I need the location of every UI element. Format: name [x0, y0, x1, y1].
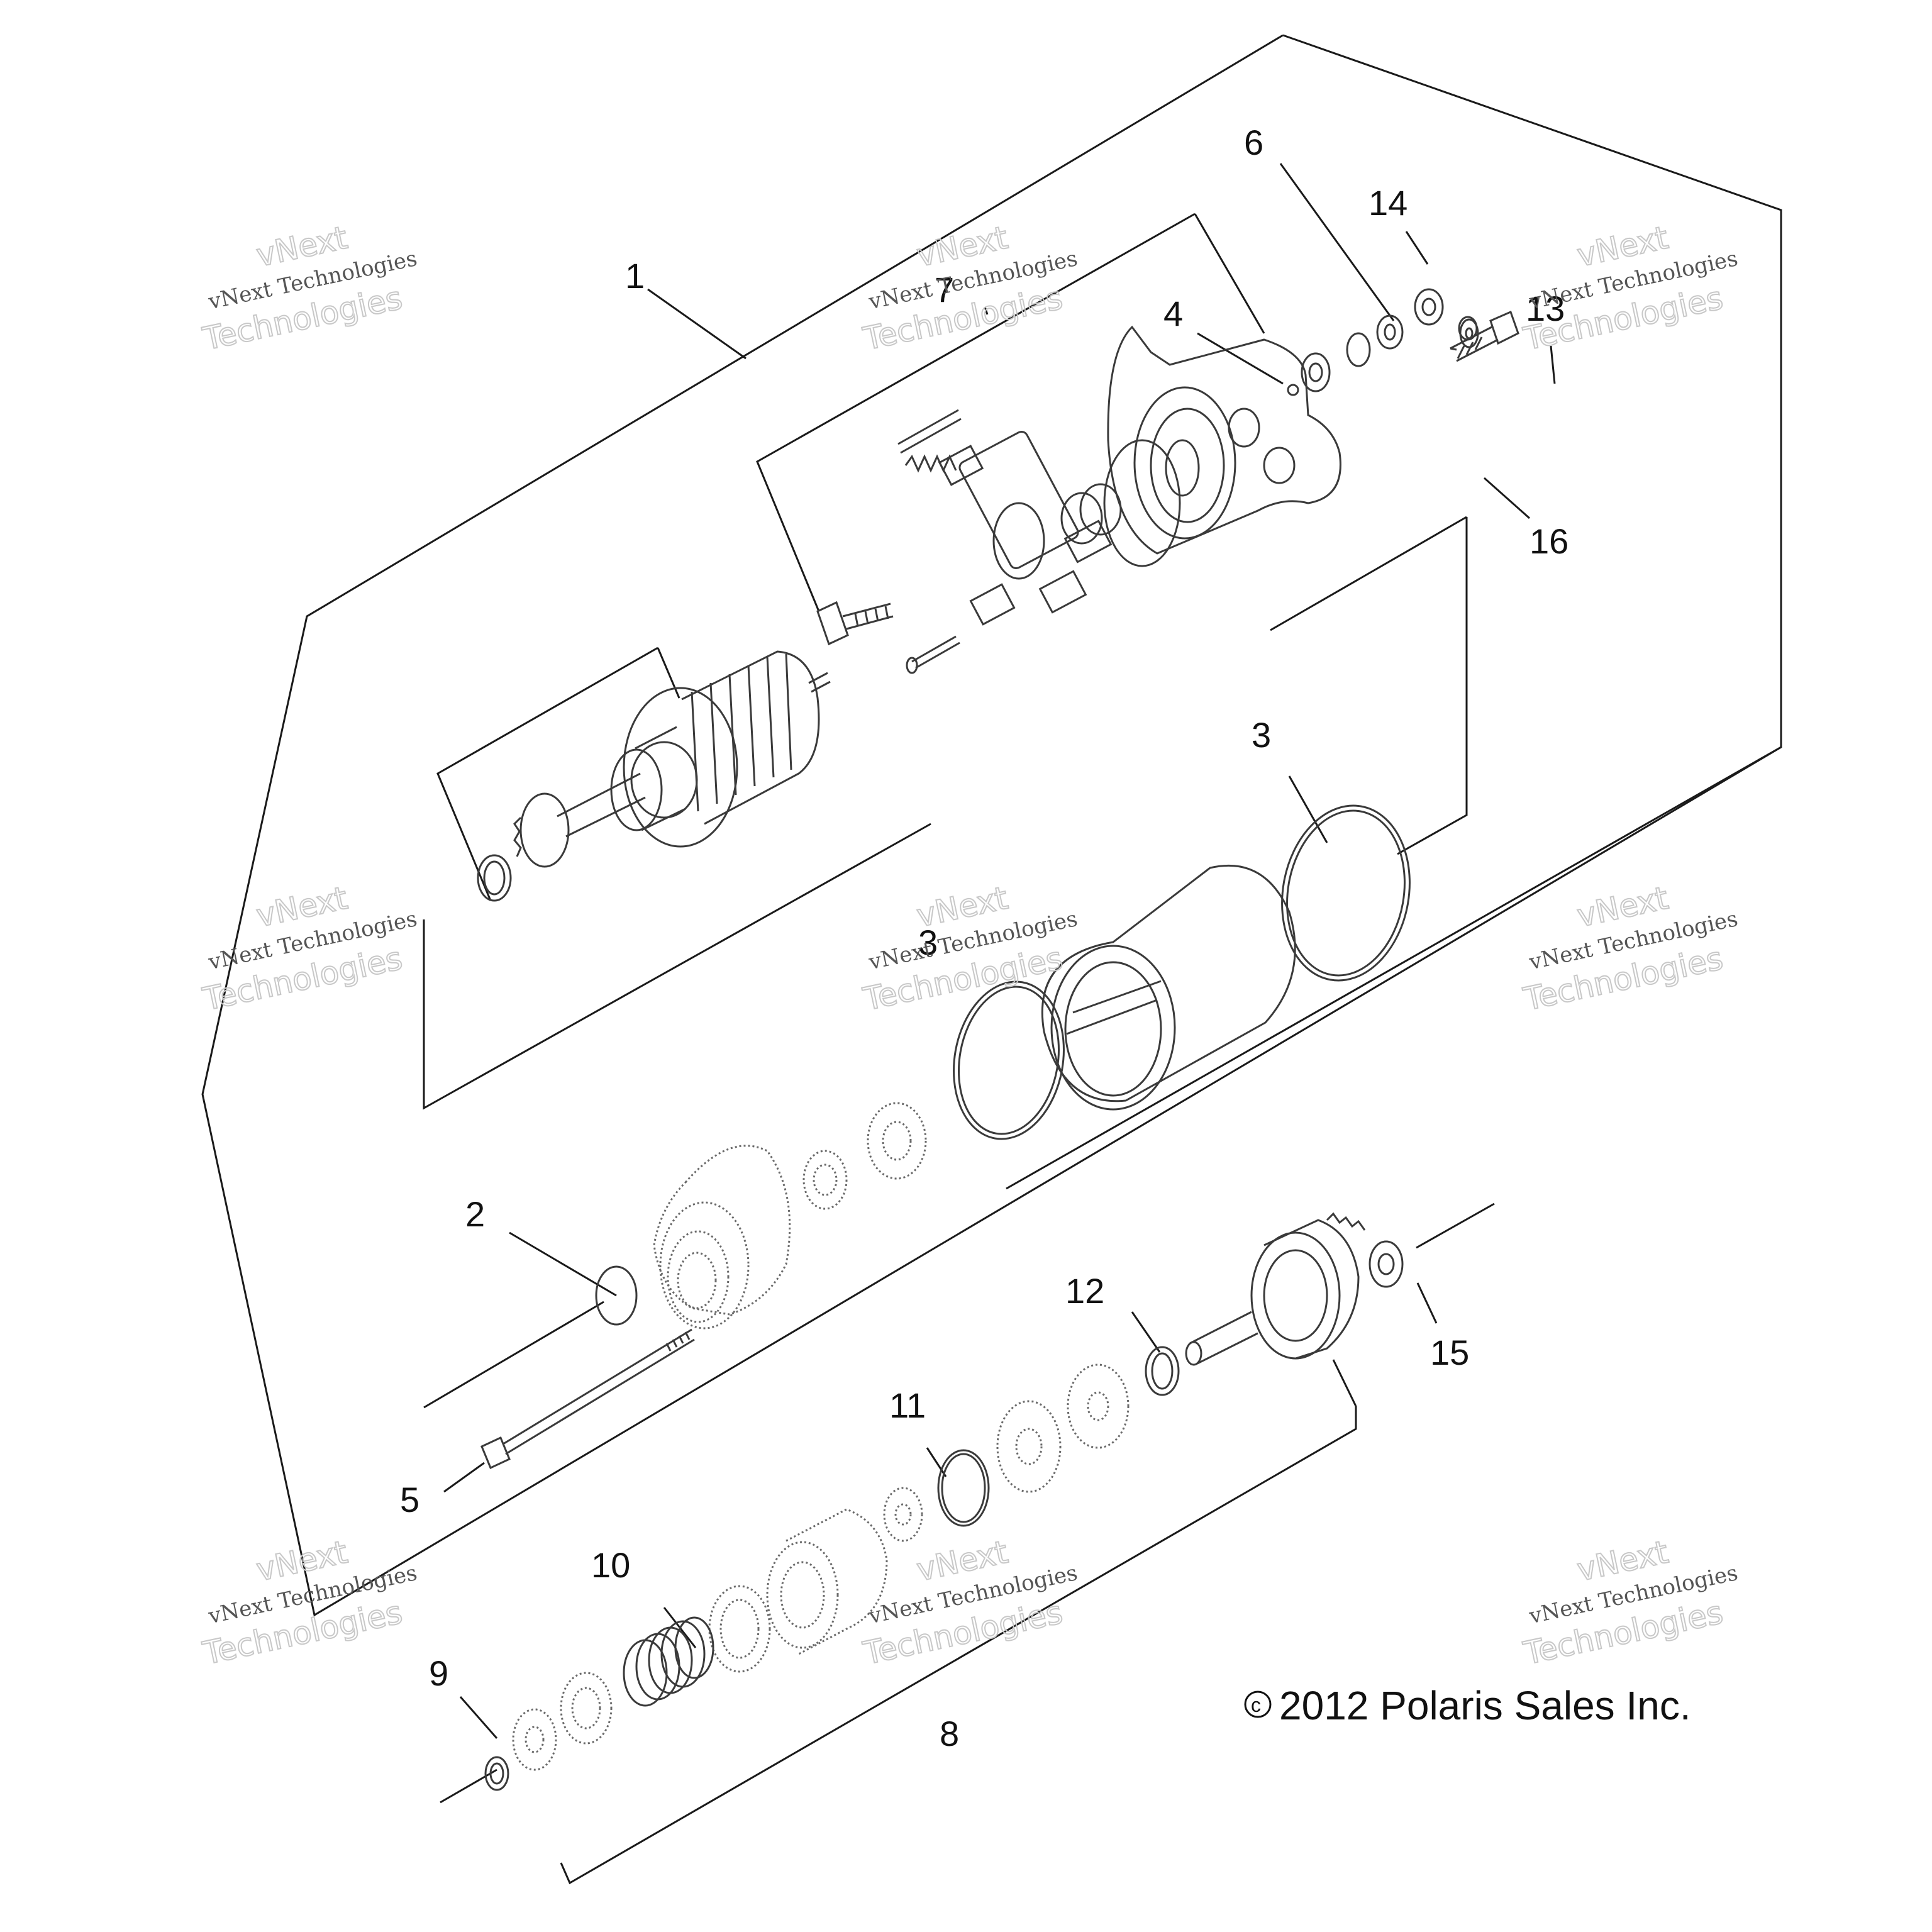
watermark-mid-left: vNext vNext Technologies Technologies	[199, 879, 419, 1019]
brush-holder	[897, 409, 1113, 626]
copyright-text: 2012 Polaris Sales Inc.	[1279, 1683, 1691, 1728]
plug	[595, 1265, 638, 1326]
watermark-top-left: vNext vNext Technologies Technologies	[199, 219, 419, 358]
spring-10	[623, 1616, 714, 1707]
drive-gear	[1185, 1212, 1366, 1366]
o-ring-top	[1281, 804, 1411, 982]
drive-end-housing	[653, 1102, 927, 1330]
bracket-lines	[423, 213, 1782, 1885]
end-fasteners	[1287, 288, 1444, 396]
watermark-top-right: vNext vNext Technologies Technologies	[1519, 219, 1740, 358]
callout-9: 9	[429, 1653, 448, 1693]
callout-8: 8	[940, 1714, 959, 1753]
callout-15: 15	[1430, 1333, 1469, 1372]
callout-labels: 1 2 3 3 4 5 6 7 8 9 10 11 12 13 14 15 16	[400, 123, 1568, 1753]
callout-3-lower: 3	[918, 923, 938, 962]
callout-12: 12	[1065, 1271, 1104, 1311]
armature-clip	[477, 854, 512, 902]
copyright-circle-icon	[1244, 1690, 1272, 1718]
snap-ring-12	[1145, 1346, 1180, 1396]
washer-stack	[996, 1363, 1130, 1493]
callout-13: 13	[1526, 289, 1565, 328]
callout-16: 16	[1530, 521, 1568, 561]
armature	[513, 650, 831, 868]
ring-11	[937, 1449, 990, 1527]
bushing	[1060, 483, 1122, 545]
callout-1: 1	[625, 256, 645, 296]
watermark-bottom-left: vNext vNext Technologies Technologies	[199, 1533, 419, 1673]
leader-lines	[443, 163, 1556, 1739]
commutator-end-cap	[1103, 325, 1341, 567]
callout-14: 14	[1368, 183, 1407, 223]
callout-7: 7	[935, 270, 954, 309]
callout-11: 11	[889, 1385, 926, 1425]
callout-2: 2	[465, 1194, 485, 1234]
through-bolt	[480, 1328, 695, 1470]
callout-3-upper: 3	[1252, 715, 1271, 755]
bolt-13	[1450, 310, 1519, 362]
clutch-assembly	[708, 1487, 923, 1673]
callout-4: 4	[1163, 294, 1183, 333]
pinion-gear-15	[1368, 1240, 1404, 1288]
watermark-mid-center: vNext vNext Technologies Technologies	[859, 879, 1079, 1019]
watermark-bottom-right: vNext vNext Technologies Technologies	[1519, 1533, 1740, 1673]
callout-6: 6	[1244, 123, 1263, 162]
brush-screws	[816, 601, 960, 674]
o-ring-bottom	[953, 980, 1065, 1140]
copyright: c 2012 Polaris Sales Inc.	[1244, 1683, 1691, 1728]
assembly-outline	[201, 34, 1782, 1617]
callout-5: 5	[400, 1480, 419, 1519]
copyright-symbol: c	[1251, 1694, 1261, 1716]
snap-ring-9	[484, 1756, 509, 1791]
watermark-top-center: vNext vNext Technologies Technologies	[859, 219, 1079, 358]
collar-washers	[512, 1672, 613, 1771]
watermark-bottom-center: vNext vNext Technologies Technologies	[859, 1533, 1079, 1673]
callout-10: 10	[591, 1545, 630, 1585]
yoke-housing	[1041, 864, 1296, 1111]
